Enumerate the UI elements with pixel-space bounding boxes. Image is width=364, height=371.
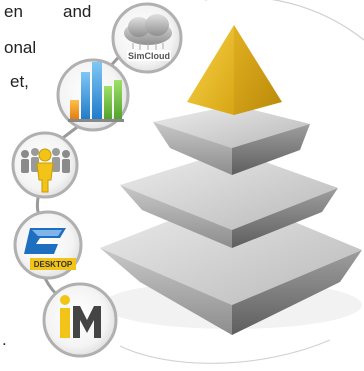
simcloud-label: SimCloud (128, 51, 170, 61)
pyramid-tier-bottom (100, 196, 362, 335)
cloud-icon (124, 14, 172, 51)
text-fragment: and (63, 2, 92, 21)
chart-badge[interactable] (56, 58, 130, 132)
desktop-badge[interactable]: DESKTOP (13, 210, 83, 280)
text-fragment: . (2, 330, 7, 349)
bar-chart-icon (68, 62, 124, 122)
pyramid-tip (187, 25, 282, 115)
im-logo-icon (60, 295, 101, 338)
orbit-arc (119, 339, 331, 364)
text-fragment: et, (10, 72, 29, 91)
logo-badge[interactable] (42, 282, 118, 358)
simcloud-badge[interactable]: SimCloud (111, 2, 183, 74)
people-badge[interactable] (11, 131, 79, 199)
pyramid-tier-second (153, 105, 310, 175)
pyramid-tier-third (120, 150, 338, 248)
desktop-label: DESKTOP (34, 260, 73, 269)
text-fragment: en (4, 2, 23, 21)
text-fragment: onal (4, 38, 37, 57)
people-icon (21, 148, 70, 193)
desktop-logo-icon (24, 228, 66, 254)
orbit-arc (205, 0, 364, 41)
